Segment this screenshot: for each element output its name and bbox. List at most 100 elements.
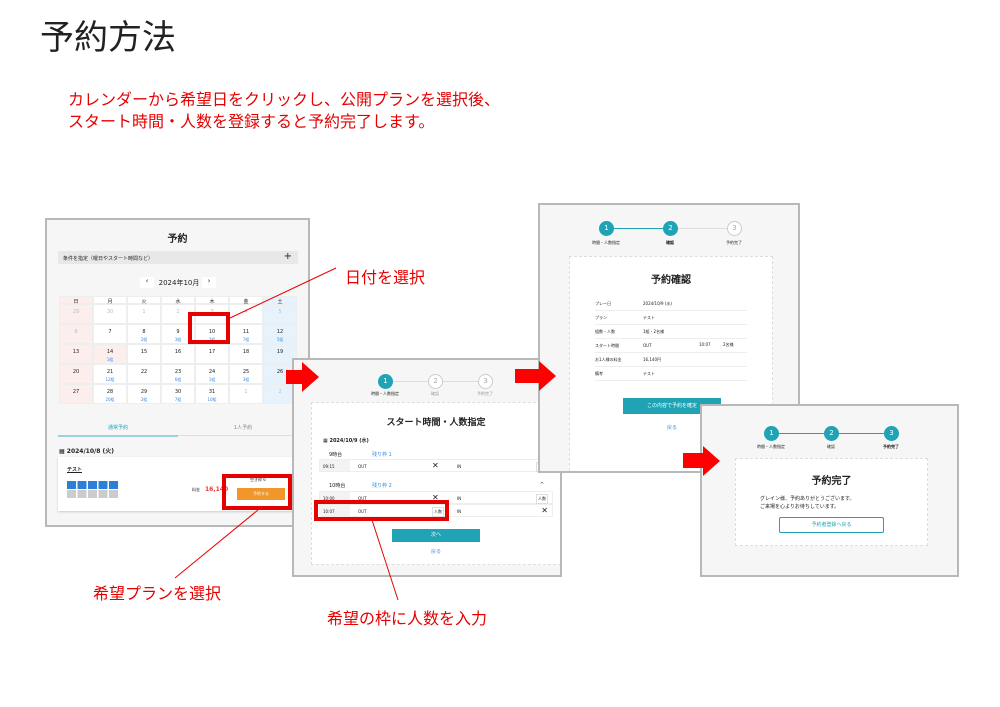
day-number: 29 (140, 389, 148, 395)
weekday-header: 日 (59, 296, 93, 305)
calendar-day[interactable]: 17 (195, 344, 229, 364)
plus-icon[interactable]: + (283, 251, 292, 262)
weekday-header: 木 (195, 296, 229, 305)
day-number: 31 (208, 389, 216, 395)
book-button[interactable]: 予約する (237, 488, 285, 500)
step-3: 3 (727, 221, 742, 236)
back-link[interactable]: 戻る (430, 549, 441, 555)
callout-date: 日付を選択 (345, 268, 426, 287)
slot-time: 09:15 (320, 460, 350, 471)
confirm-value: 1組・2名様 (643, 329, 665, 334)
day-number: 7 (108, 329, 112, 335)
weekday-header: 水 (161, 296, 195, 305)
step-1-label: 時間・人数指定 (371, 391, 399, 396)
available-count: 7組 (174, 397, 182, 402)
tab-single[interactable]: 1人予約 (233, 425, 253, 431)
available-count: 1組 (208, 377, 216, 382)
calendar-day[interactable]: 22 (127, 364, 161, 384)
day-number: 19 (276, 349, 284, 355)
confirm-heading: 予約確認 (651, 275, 691, 286)
time-heading: スタート時間・人数指定 (386, 418, 486, 428)
calendar-day[interactable]: 30 (93, 304, 127, 324)
plan-card: テスト 料金 16,140 空き枠 6 予約する (58, 457, 308, 511)
calendar-day[interactable]: 27 (59, 384, 93, 404)
day-number: 1 (244, 389, 248, 395)
calendar-day[interactable]: 5 (263, 304, 297, 324)
back-link[interactable]: 戻る (666, 425, 677, 431)
calendar-day[interactable]: 7 (93, 324, 127, 344)
unavailable-icon: ✕ (432, 493, 439, 502)
people-select[interactable]: 人数 (432, 507, 444, 517)
available-count: 1組 (106, 357, 114, 362)
confirm-button[interactable]: この内容で予約を確定 (623, 398, 721, 414)
slot-in: IN (457, 509, 462, 514)
plan-name[interactable]: テスト (67, 467, 83, 473)
slot-time: 10:00 (320, 492, 350, 503)
unavailable-icon: ✕ (432, 461, 439, 470)
callout-slot: 希望の枠に人数を入力 (327, 609, 488, 628)
calendar-day[interactable]: 6 (59, 324, 93, 344)
next-button[interactable]: 次へ (392, 529, 480, 542)
calendar-day[interactable]: 15 (127, 344, 161, 364)
calendar-screenshot: 予約 条件を指定（曜日やスタート時間など）+ ‹ 2024年10月 › 日月火水… (45, 218, 310, 527)
day-number: 5 (278, 309, 282, 315)
return-button[interactable]: 予約者登録へ戻る (779, 517, 884, 533)
hour-label: 9時台 (329, 452, 343, 458)
day-number: 22 (140, 369, 148, 375)
tab-normal[interactable]: 通常予約 (107, 425, 128, 431)
people-select[interactable]: 人数 (536, 494, 548, 504)
day-number: 26 (276, 369, 284, 375)
available-count: 6組 (174, 377, 182, 382)
calendar-day[interactable]: 1 (127, 304, 161, 324)
calendar-day[interactable]: 19 (263, 344, 297, 364)
remain-label[interactable]: 残り枠 2 (372, 483, 392, 489)
confirm-value: テスト (643, 371, 655, 376)
step-1-label: 時間・人数指定 (592, 240, 620, 245)
remain-label[interactable]: 残り枠 1 (372, 452, 392, 458)
day-number: 12 (276, 329, 284, 335)
confirm-value: 2024/10/9 (水) (643, 301, 672, 306)
page-title: 予約方法 (40, 18, 176, 58)
calendar-day[interactable]: 29 (59, 304, 93, 324)
calendar-day[interactable]: 18 (229, 344, 263, 364)
day-number: 1 (142, 309, 146, 315)
step-3-label: 予約完了 (477, 391, 493, 396)
step-3: 3 (478, 374, 493, 389)
arrow-icon (286, 362, 319, 392)
available-count: 7組 (242, 337, 250, 342)
step-2: 2 (824, 426, 839, 441)
slot-out: OUT (358, 464, 367, 469)
filter-bar[interactable]: 条件を指定（曜日やスタート時間など）+ (58, 251, 298, 264)
arrow-icon (683, 446, 720, 476)
complete-heading: 予約完了 (811, 476, 852, 487)
slot-row: 09:15 OUT ✕ IN 人数 (319, 459, 553, 472)
prev-month-button[interactable]: ‹ (140, 277, 154, 288)
calendar-day[interactable]: 16 (161, 344, 195, 364)
day-number: 27 (72, 389, 80, 395)
calendar-day[interactable]: 1 (229, 384, 263, 404)
price-value: 16,140 (205, 486, 229, 493)
confirm-value: OUT (643, 343, 652, 348)
calendar-day[interactable]: 13 (59, 344, 93, 364)
calendar-day[interactable]: 20 (59, 364, 93, 384)
next-month-button[interactable]: › (202, 277, 216, 288)
collapse-icon[interactable]: ^ (540, 482, 545, 488)
